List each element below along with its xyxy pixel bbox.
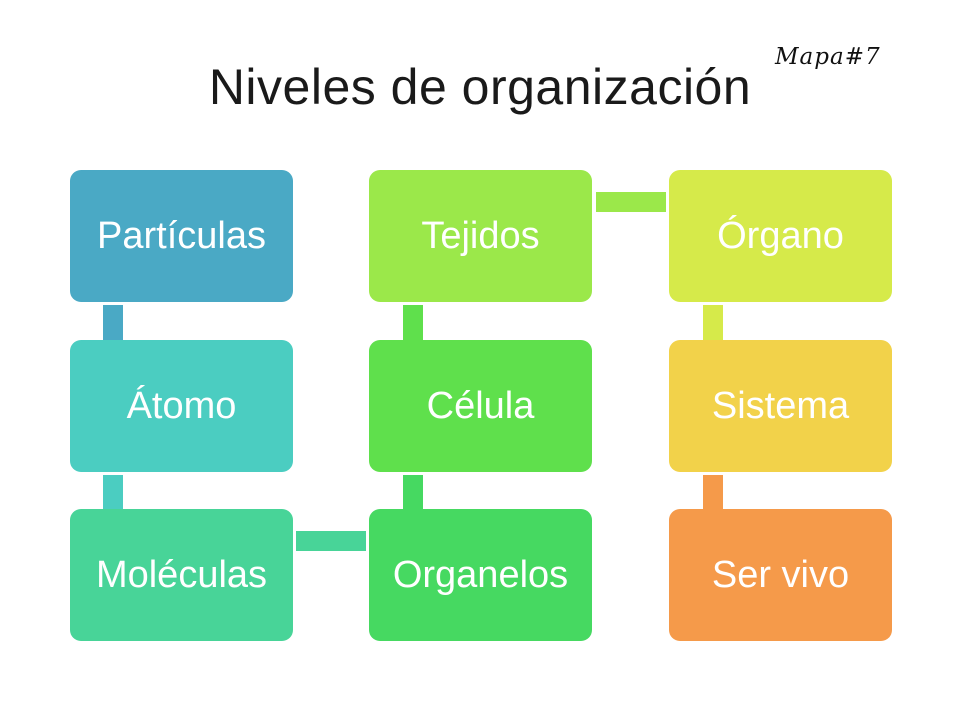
node-ser-vivo: Ser vivo [669,509,892,641]
node-organelos: Organelos [369,509,592,641]
node-label: Partículas [97,214,266,257]
node-label: Célula [426,384,535,427]
connector-moleculas-organelos [296,531,366,551]
node-organo: Órgano [669,170,892,302]
node-label: Moléculas [95,553,268,596]
connector-organo-sistema [703,305,723,341]
node-sistema: Sistema [669,340,892,472]
map-tag: Mapa#7 [775,44,881,70]
connector-particulas-atomo [103,305,123,341]
connector-atomo-moleculas [103,475,123,511]
node-label: Ser vivo [711,553,850,596]
connector-celula-tejidos [403,305,423,341]
connector-tejidos-organo [596,192,666,212]
node-atomo: Átomo [70,340,293,472]
node-label: Tejidos [421,214,540,257]
node-label: Átomo [126,384,237,427]
page-title: Niveles de organización [208,59,752,115]
node-moleculas: Moléculas [70,509,293,641]
connector-sistema-ser-vivo [703,475,723,511]
node-label: Organelos [392,553,569,596]
node-tejidos: Tejidos [369,170,592,302]
node-label: Órgano [717,214,844,257]
node-particulas: Partículas [70,170,293,302]
node-celula: Célula [369,340,592,472]
connector-organelos-celula [403,475,423,511]
node-label: Sistema [711,384,850,427]
